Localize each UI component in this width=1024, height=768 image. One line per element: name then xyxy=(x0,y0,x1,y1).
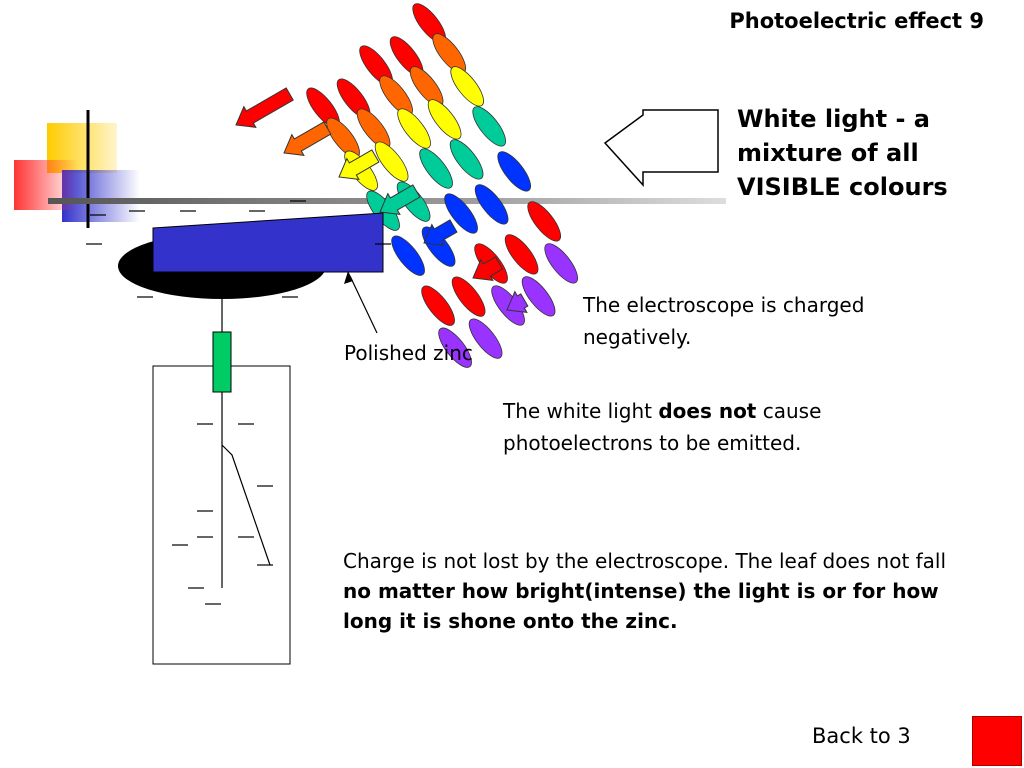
electroscope-cap xyxy=(118,212,384,334)
white-light-arrow xyxy=(603,109,719,187)
electroscope-case xyxy=(152,298,291,665)
light-arrow xyxy=(338,149,380,181)
charge-text-bold: no matter how bright(intense) the light … xyxy=(343,579,939,633)
light-arrow xyxy=(283,121,332,157)
light-waves xyxy=(306,3,578,368)
light-arrow xyxy=(235,87,294,129)
wave-lobe xyxy=(449,139,484,180)
colored-arrows xyxy=(235,87,529,314)
wave-lobe xyxy=(391,235,425,276)
charged-message: The electroscope is charged negatively. xyxy=(583,293,865,349)
wave-lobe xyxy=(419,148,453,189)
white-text-pre: The white light xyxy=(503,399,659,423)
wave-lobe xyxy=(474,184,509,225)
back-link[interactable]: Back to 3 xyxy=(812,724,911,748)
wave-lobe xyxy=(468,318,503,359)
white-light-message: The white light does not cause photoelec… xyxy=(503,395,903,459)
white-text-bold: does not xyxy=(658,399,757,423)
white-text-post: cause photoelectrons to be emitted. xyxy=(503,399,822,455)
back-button[interactable] xyxy=(972,716,1022,766)
wave-lobe xyxy=(397,108,431,149)
charge-text-pre: Charge is not lost by the electroscope. … xyxy=(343,549,947,573)
wave-lobe xyxy=(444,193,478,234)
slide-title: Photoelectric effect 9 xyxy=(729,9,984,33)
wave-lobe xyxy=(472,106,506,147)
negative-charges xyxy=(86,200,391,605)
heading: White light - a mixture of all VISIBLE c… xyxy=(737,105,948,201)
wave-lobe xyxy=(497,151,531,192)
light-arrow xyxy=(423,219,458,247)
light-arrow xyxy=(506,290,529,314)
charge-message: Charge is not lost by the electroscope. … xyxy=(343,546,963,636)
light-arrow xyxy=(472,256,504,282)
wave-lobe xyxy=(421,285,455,326)
light-arrow xyxy=(379,184,421,216)
wave-lobe xyxy=(521,276,556,317)
wave-lobe xyxy=(527,201,561,242)
wave-lobe xyxy=(438,327,472,368)
zinc-label: Polished zinc xyxy=(344,341,473,365)
wave-lobe xyxy=(427,99,462,140)
wave-lobe xyxy=(504,234,539,275)
wave-lobe xyxy=(451,276,486,317)
wave-lobe xyxy=(544,243,578,284)
wave-lobe xyxy=(450,66,484,107)
wave-lobe xyxy=(374,141,409,182)
